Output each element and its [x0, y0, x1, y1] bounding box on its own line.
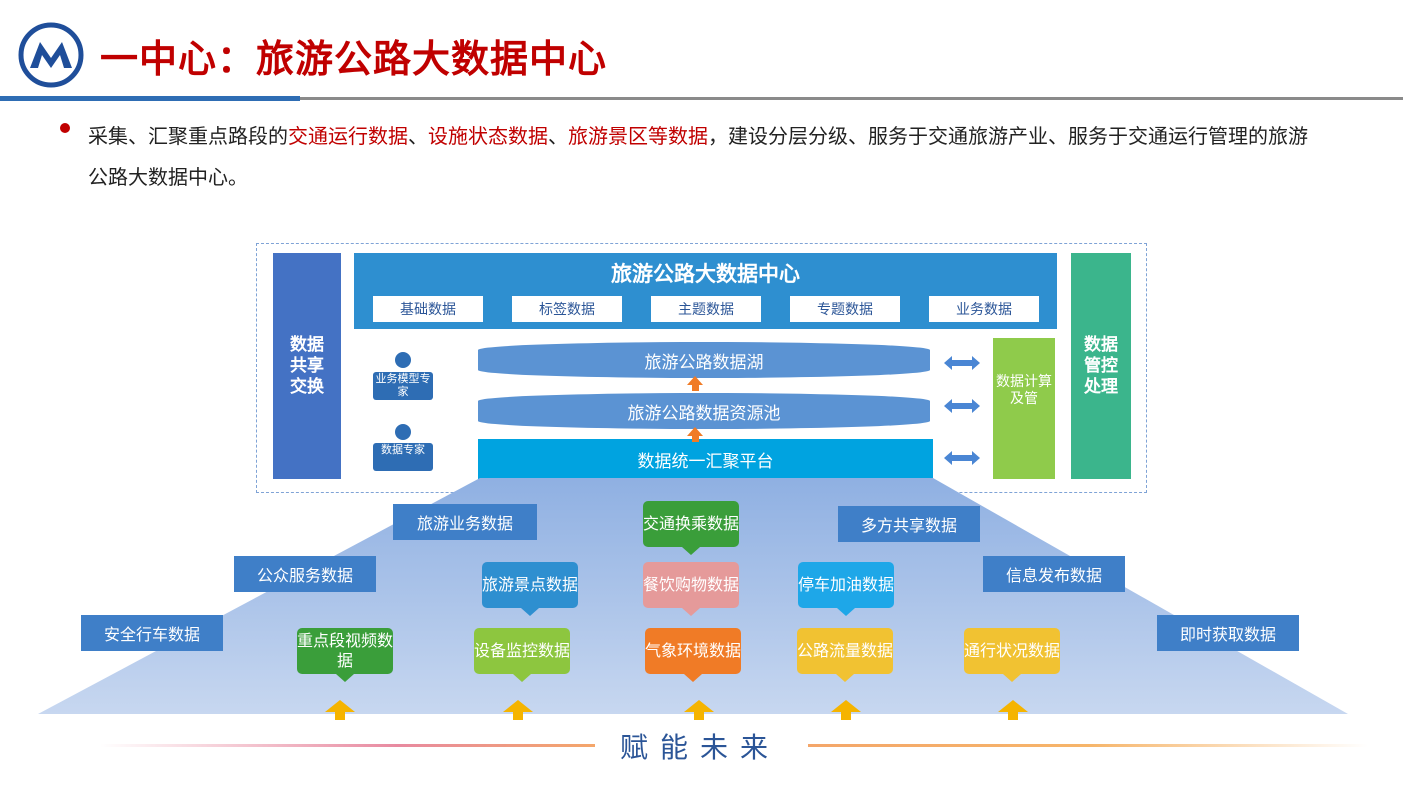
bullet-sep: 、: [408, 124, 428, 148]
category-business: 业务数据: [929, 296, 1039, 322]
bubble-flow: 公路流量数据: [797, 628, 893, 674]
company-logo-icon: [18, 22, 84, 88]
gold-up-arrow-icon: [831, 700, 861, 720]
title-rule: [300, 97, 1403, 100]
model-expert-badge: 业务模型专家: [373, 372, 433, 400]
bubble-tail: [513, 674, 531, 682]
gold-up-arrow-icon: [325, 700, 355, 720]
layer-up-arrow-icon: [687, 427, 703, 442]
data-share-label: 数据共享交换: [290, 334, 324, 397]
data-control-column: 数据管控处理: [1071, 253, 1131, 479]
label-public-service: 公众服务数据: [234, 556, 376, 592]
category-basic: 基础数据: [373, 296, 483, 322]
category-tag: 标签数据: [512, 296, 622, 322]
double-arrow-icon: [944, 451, 980, 465]
data-lake-layer: 旅游公路数据湖: [478, 342, 930, 378]
bullet-highlight-traffic: 交通运行数据: [288, 124, 408, 148]
footer-line-left: [100, 744, 595, 747]
bubble-tail: [836, 674, 854, 682]
layer-up-arrow-icon: [687, 376, 703, 391]
bubble-tail: [521, 608, 539, 616]
bubble-tail: [837, 608, 855, 616]
footer-slogan: 赋能未来: [619, 731, 780, 764]
label-info-release: 信息发布数据: [983, 556, 1125, 592]
bubble-tail: [682, 547, 700, 555]
bubble-video: 重点段视频数据: [297, 628, 393, 674]
gold-up-arrow-icon: [503, 700, 533, 720]
label-realtime: 即时获取数据: [1157, 615, 1299, 651]
data-expert-badge: 数据专家: [373, 443, 433, 471]
bubble-transfer: 交通换乘数据: [643, 501, 739, 547]
bubble-dining: 餐饮购物数据: [643, 562, 739, 608]
bullet-sep: 、: [548, 124, 568, 148]
gold-up-arrow-icon: [684, 700, 714, 720]
data-control-label: 数据管控处理: [1084, 334, 1118, 397]
category-topic: 专题数据: [790, 296, 900, 322]
aggregation-platform-layer: 数据统一汇聚平台: [478, 439, 933, 479]
gold-up-arrow-icon: [998, 700, 1028, 720]
resource-pool-layer: 旅游公路数据资源池: [478, 393, 930, 429]
compute-management-box: 数据计算及管: [993, 338, 1055, 479]
compute-label: 数据计算及管: [996, 374, 1052, 407]
expert-avatar-icon: [395, 424, 411, 440]
category-theme: 主题数据: [651, 296, 761, 322]
label-shared-data: 多方共享数据: [838, 506, 980, 542]
bullet-dot-icon: [60, 123, 70, 133]
bullet-text: 采集、汇聚重点路段的交通运行数据、设施状态数据、旅游景区等数据，建设分层分级、服…: [88, 116, 1318, 198]
label-tourism-business: 旅游业务数据: [393, 504, 537, 540]
bubble-scenic: 旅游景点数据: [482, 562, 578, 608]
bubble-tail: [682, 608, 700, 616]
data-share-column: 数据共享交换: [273, 253, 341, 479]
bubble-traffic: 通行状况数据: [964, 628, 1060, 674]
bullet-highlight-facility: 设施状态数据: [428, 124, 548, 148]
double-arrow-icon: [944, 356, 980, 370]
bubble-tail: [1003, 674, 1021, 682]
title-rule-accent: [0, 96, 300, 101]
page-title: 一中心：旅游公路大数据中心: [100, 37, 608, 81]
expert-avatar-icon: [395, 352, 411, 368]
label-safe-driving: 安全行车数据: [81, 615, 223, 651]
bullet-prefix: 采集、汇聚重点路段的: [88, 124, 288, 148]
bubble-monitor: 设备监控数据: [474, 628, 570, 674]
bullet-highlight-scenic: 旅游景区等数据: [568, 124, 708, 148]
data-center-title: 旅游公路大数据中心: [611, 262, 800, 286]
bubble-parking: 停车加油数据: [798, 562, 894, 608]
bubble-tail: [336, 674, 354, 682]
double-arrow-icon: [944, 399, 980, 413]
footer-line-right: [808, 744, 1368, 747]
bullet-suffix: ，建设分层分级、服务于交通旅游产业、服务于交通运行管理的旅游公路大数据中心。: [88, 124, 1308, 189]
bubble-tail: [684, 674, 702, 682]
bubble-weather: 气象环境数据: [645, 628, 741, 674]
